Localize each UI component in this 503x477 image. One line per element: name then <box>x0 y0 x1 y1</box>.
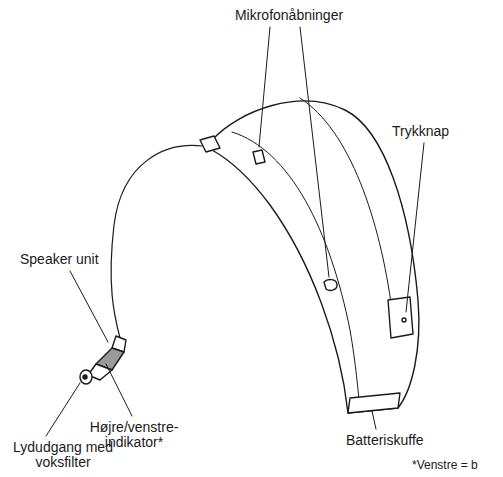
wire <box>111 146 202 338</box>
sound-outlet-hole <box>83 375 87 379</box>
part-label: Batteriskuffe <box>346 433 456 448</box>
leader-line <box>70 271 108 342</box>
part-label: Lydudgang med voksfilter <box>4 440 122 470</box>
microphone-opening <box>253 150 265 164</box>
push-button-dot <box>402 318 406 322</box>
leader-line <box>406 143 424 312</box>
body-ridge <box>300 98 392 310</box>
part-label: Trykknap <box>392 124 482 139</box>
part-label: Mikrofonåbninger <box>214 8 364 23</box>
microphone-opening <box>324 280 337 291</box>
leader-line <box>106 364 132 416</box>
battery-drawer <box>348 393 400 413</box>
leader-lines <box>46 27 424 436</box>
push-button <box>388 297 413 338</box>
hearing-aid-body <box>212 101 419 413</box>
footnote: *Venstre = b <box>412 458 500 473</box>
leader-line <box>372 411 376 429</box>
leader-line <box>259 27 270 147</box>
leader-line <box>46 383 80 436</box>
part-label: Speaker unit <box>20 252 140 267</box>
leader-line <box>300 27 329 277</box>
sound-outlet-wax-filter <box>80 370 92 384</box>
tube-connector <box>200 136 220 152</box>
body-ridge <box>232 132 360 410</box>
